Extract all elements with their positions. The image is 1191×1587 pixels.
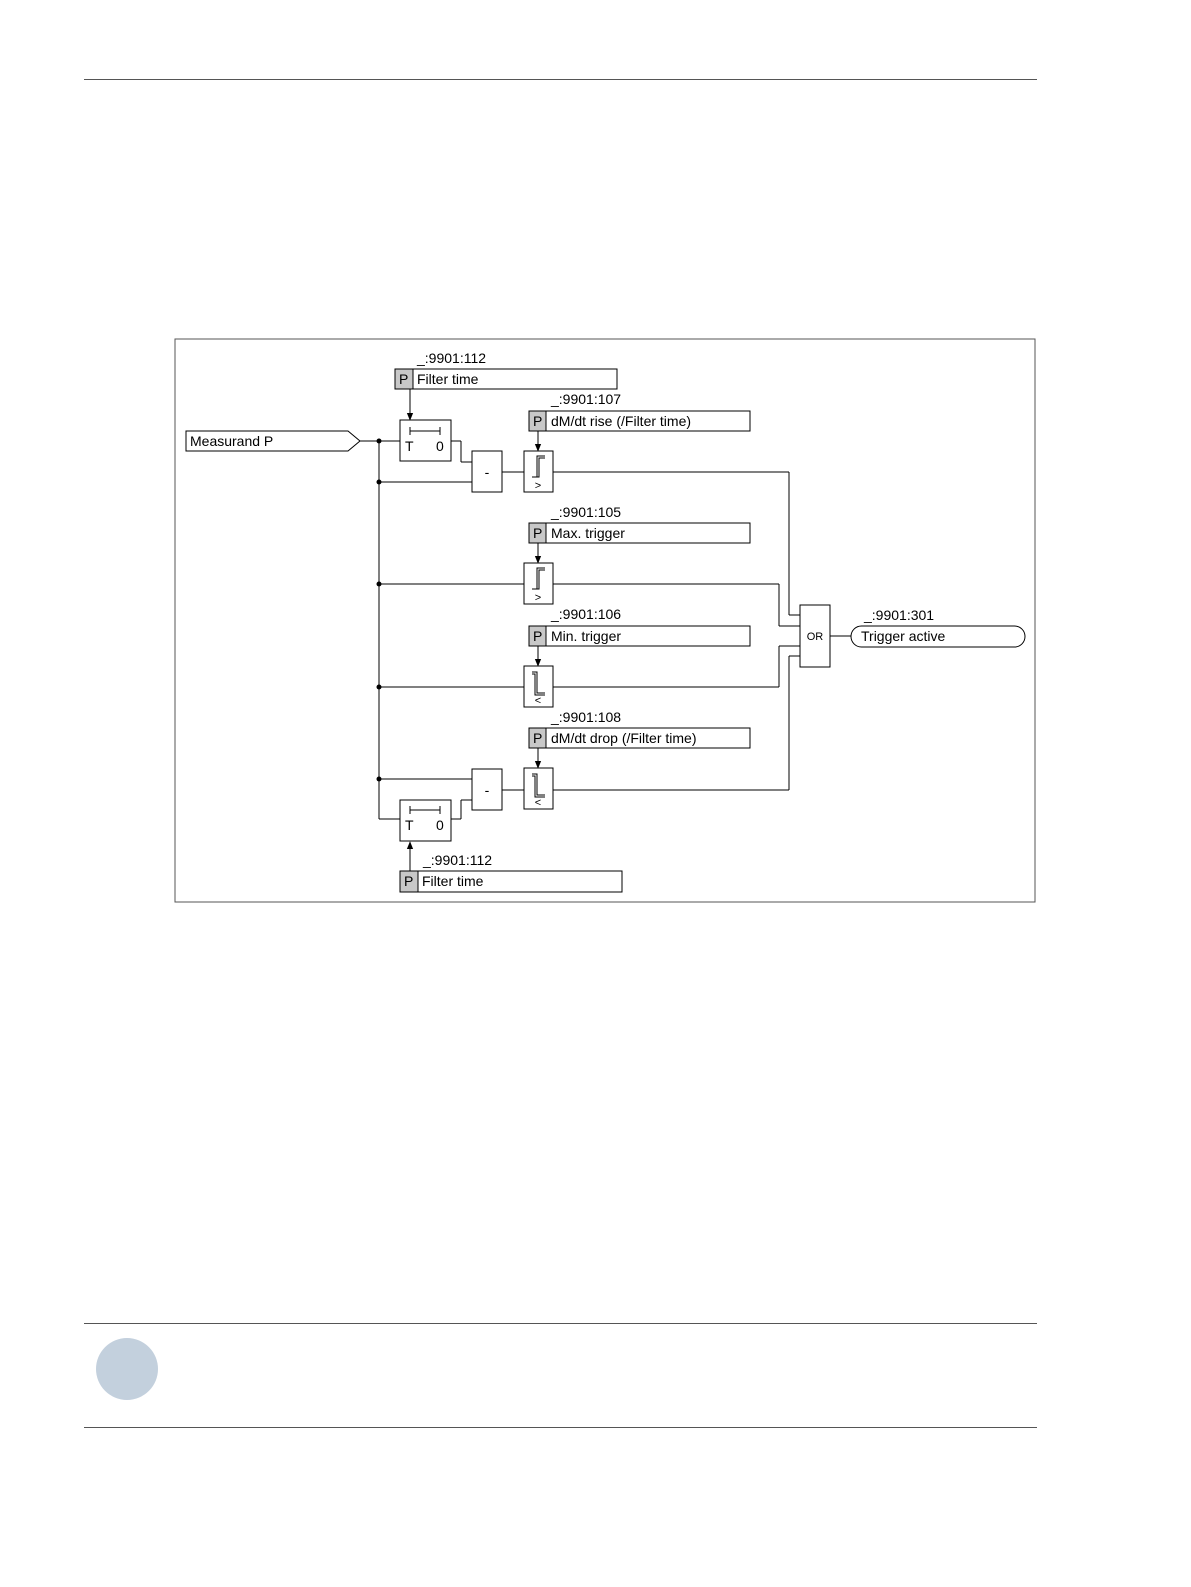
- timer-zero: 0: [436, 438, 444, 454]
- param-label: Filter time: [422, 873, 484, 889]
- param-tag: P: [533, 413, 542, 429]
- param-id: _:9901:106: [550, 606, 621, 622]
- param-tag: P: [533, 730, 542, 746]
- or-gate: OR: [800, 605, 830, 667]
- comparator-sign: >: [535, 480, 541, 492]
- comparator-sign: <: [535, 797, 541, 809]
- subtract-label: -: [485, 782, 490, 798]
- param-id: _:9901:112: [422, 852, 492, 868]
- param-min-trigger: _:9901:106 P Min. trigger: [529, 606, 750, 646]
- param-tag: P: [399, 371, 408, 387]
- comparator-rise: >: [524, 451, 553, 492]
- subtract-label: -: [485, 464, 490, 480]
- timer-zero: 0: [436, 817, 444, 833]
- param-max-trigger: _:9901:105 P Max. trigger: [529, 504, 750, 543]
- output-label: Trigger active: [861, 628, 946, 644]
- measurand-input: Measurand P: [186, 431, 360, 451]
- comparator-drop: <: [524, 768, 553, 809]
- param-filter-time-top: _:9901:112 P Filter time: [395, 350, 617, 389]
- param-filter-time-bottom: _:9901:112 P Filter time: [400, 852, 622, 892]
- timer-block-bottom: T 0: [400, 800, 451, 841]
- param-tag: P: [404, 873, 413, 889]
- param-label: dM/dt drop (/Filter time): [551, 730, 696, 746]
- measurand-label: Measurand P: [190, 433, 273, 449]
- param-dmdt-rise: _:9901:107 P dM/dt rise (/Filter time): [529, 391, 750, 431]
- timer-t: T: [405, 817, 414, 833]
- param-tag: P: [533, 628, 542, 644]
- output-id: _:9901:301: [863, 607, 934, 623]
- comparator-max: >: [524, 563, 553, 604]
- param-id: _:9901:105: [550, 504, 621, 520]
- param-label: dM/dt rise (/Filter time): [551, 413, 691, 429]
- trigger-active-output: _:9901:301 Trigger active: [851, 607, 1025, 647]
- param-dmdt-drop: _:9901:108 P dM/dt drop (/Filter time): [529, 709, 750, 748]
- param-tag: P: [533, 525, 542, 541]
- param-label: Min. trigger: [551, 628, 621, 644]
- param-label: Filter time: [417, 371, 479, 387]
- param-id: _:9901:108: [550, 709, 621, 725]
- subtract-block-top: -: [472, 451, 502, 492]
- timer-t: T: [405, 438, 414, 454]
- timer-block-top: T 0: [400, 420, 451, 461]
- param-id: _:9901:112: [416, 350, 486, 366]
- param-id: _:9901:107: [550, 391, 621, 407]
- subtract-block-bottom: -: [472, 769, 502, 810]
- comparator-sign: <: [535, 695, 541, 707]
- or-label: OR: [807, 631, 824, 643]
- comparator-sign: >: [535, 592, 541, 604]
- comparator-min: <: [524, 666, 553, 707]
- param-label: Max. trigger: [551, 525, 625, 541]
